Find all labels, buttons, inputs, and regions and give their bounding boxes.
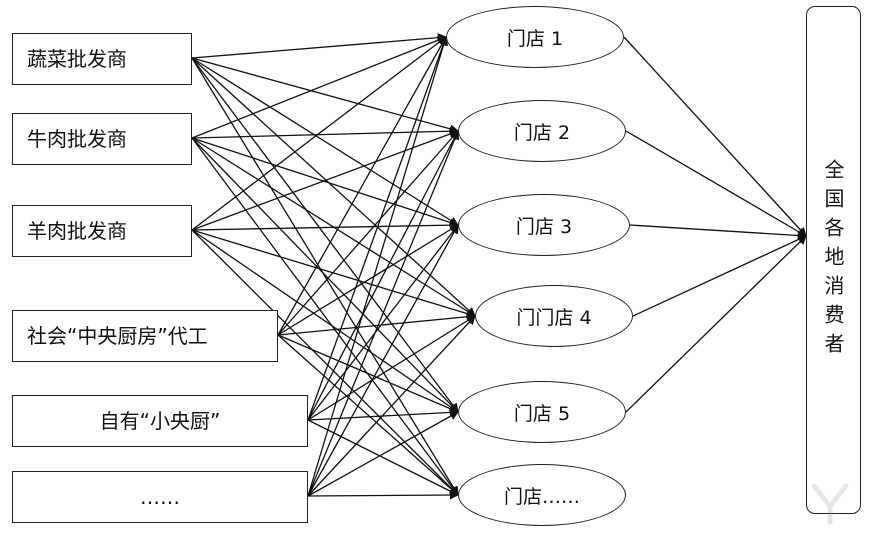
store-4: 门门店 4 xyxy=(475,285,633,347)
supplier-label: 自有“小央厨” xyxy=(99,409,221,433)
edge-supplier-4-to-store-1 xyxy=(277,36,447,336)
edge-supplier-5-to-store-6 xyxy=(307,419,459,496)
store-5: 门店 5 xyxy=(458,381,626,443)
edge-supplier-5-to-store-2 xyxy=(307,130,459,421)
store-label: 门店 5 xyxy=(513,402,571,425)
edge-supplier-6-to-store-5 xyxy=(307,411,459,497)
edge-supplier-1-to-store-5 xyxy=(191,57,459,413)
edge-supplier-1-to-store-1 xyxy=(191,33,447,59)
edge-supplier-6-to-store-2 xyxy=(307,130,460,497)
store-label: 门店…… xyxy=(503,485,580,508)
edge-supplier-3-to-store-6 xyxy=(191,229,459,496)
edge-supplier-2-to-store-1 xyxy=(191,35,447,139)
edge-supplier-5-to-store-3 xyxy=(307,224,459,421)
edge-supplier-2-to-store-3 xyxy=(191,137,459,227)
store-label: 门店 2 xyxy=(513,121,571,144)
edge-supplier-3-to-store-2 xyxy=(191,129,459,231)
supplier-others: …… xyxy=(12,471,308,523)
store-label: 门店 1 xyxy=(506,27,564,50)
edge-supplier-4-to-store-6 xyxy=(277,334,459,496)
edge-supplier-2-to-store-5 xyxy=(191,137,459,413)
store-more: 门店…… xyxy=(458,464,626,526)
edge-store-3-to-consumers xyxy=(629,224,807,240)
supplier-beef-wholesaler: 牛肉批发商 xyxy=(12,113,192,165)
store-3: 门店 3 xyxy=(458,194,630,256)
edge-supplier-3-to-store-3 xyxy=(191,220,459,231)
supplier-label: …… xyxy=(140,485,180,509)
edge-store-5-to-consumers xyxy=(625,235,807,413)
edge-supplier-3-to-store-1 xyxy=(191,36,447,231)
consumers-label: 全国各地消费者 xyxy=(821,158,845,362)
edge-supplier-4-to-store-3 xyxy=(277,224,459,336)
store-1: 门店 1 xyxy=(446,6,624,68)
supplier-label: 蔬菜批发商 xyxy=(27,47,127,71)
supplier-label: 羊肉批发商 xyxy=(27,219,127,243)
edge-supplier-1-to-store-6 xyxy=(191,57,459,496)
store-label: 门店 3 xyxy=(515,215,573,238)
edge-supplier-1-to-store-4 xyxy=(191,57,476,317)
store-label: 门门店 4 xyxy=(516,306,592,329)
edge-supplier-4-to-store-4 xyxy=(277,312,476,336)
edge-supplier-1-to-store-2 xyxy=(191,57,459,134)
supplier-vegetable-wholesaler: 蔬菜批发商 xyxy=(12,33,192,85)
supplier-own-small-kitchen: 自有“小央厨” xyxy=(12,395,308,447)
edge-supplier-1-to-store-3 xyxy=(191,57,459,226)
supplier-mutton-wholesaler: 羊肉批发商 xyxy=(12,205,192,257)
supplier-label: 牛肉批发商 xyxy=(27,127,127,151)
edge-store-1-to-consumers xyxy=(623,36,807,237)
edge-supplier-4-to-store-2 xyxy=(277,130,459,336)
edge-supplier-6-to-store-4 xyxy=(307,315,476,497)
edge-supplier-6-to-store-6 xyxy=(307,490,459,500)
edge-supplier-4-to-store-5 xyxy=(277,334,459,413)
edge-supplier-2-to-store-6 xyxy=(191,137,459,496)
edge-store-2-to-consumers xyxy=(625,130,807,237)
store-2: 门店 2 xyxy=(458,100,626,162)
supplier-central-kitchen-oem: 社会“中央厨房”代工 xyxy=(12,310,278,362)
watermark-logo-icon xyxy=(811,483,849,525)
edge-supplier-5-to-store-1 xyxy=(307,36,448,421)
edge-store-4-to-consumers xyxy=(632,235,807,317)
edge-supplier-6-to-store-3 xyxy=(307,224,459,497)
edge-supplier-6-to-store-1 xyxy=(307,36,448,497)
edge-supplier-2-to-store-2 xyxy=(191,126,459,139)
consumers-box: 全国各地消费者 xyxy=(806,6,861,514)
supplier-label: 社会“中央厨房”代工 xyxy=(27,324,208,348)
